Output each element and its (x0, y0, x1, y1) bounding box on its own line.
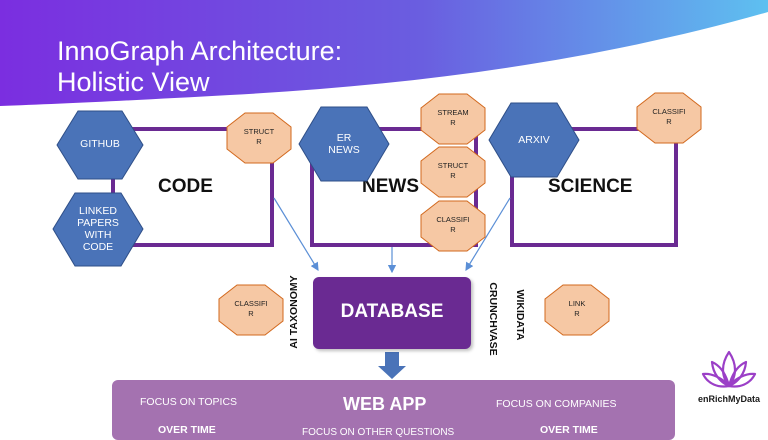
wikidata-label: WIKIDATA (514, 289, 526, 341)
ai-taxonomy-label: AI TAXONOMY (288, 275, 300, 349)
crunchvase-label: CRUNCHVASE (487, 282, 499, 356)
er-news-hexagon: ER NEWS (298, 106, 390, 182)
header-banner (0, 0, 768, 106)
linker-octagon: LINK R (544, 284, 610, 336)
database-label: DATABASE (340, 301, 444, 322)
lotus-icon (701, 350, 757, 388)
webapp-title: WEB APP (343, 394, 427, 414)
companies-line-1: FOCUS ON COMPANIES (496, 398, 617, 410)
structurer-news-octagon: STRUCT R (420, 146, 486, 198)
companies-line-2: OVER TIME (540, 424, 598, 436)
code-label: CODE (158, 176, 213, 197)
github-hexagon: GITHUB (56, 110, 144, 180)
classifier-science-octagon: CLASSIFI R (636, 92, 702, 144)
linked-papers-hexagon: LINKED PAPERS WITH CODE (52, 192, 144, 267)
science-label: SCIENCE (548, 176, 633, 197)
structurer-code-octagon: STRUCT R (226, 112, 292, 164)
enrichmydata-logo: enRichMyData (690, 344, 768, 412)
topics-line-2: OVER TIME (158, 424, 216, 436)
news-label: NEWS (362, 176, 419, 197)
streamer-octagon: STREAM R (420, 93, 486, 145)
title-line-1: InnoGraph Architecture: (57, 36, 343, 66)
science-to-db-arrow (465, 197, 511, 272)
database-box: DATABASE (313, 277, 471, 349)
topics-line-1: FOCUS ON TOPICS (140, 396, 238, 408)
arxiv-hexagon: ARXIV (488, 102, 580, 178)
slide-title: InnoGraph Architecture: Holistic View (57, 36, 342, 98)
db-to-webapp-arrow (378, 352, 406, 379)
classifier-news-octagon: CLASSIFI R (420, 200, 486, 252)
title-line-2: Holistic View (57, 67, 210, 97)
classifier-db-octagon: CLASSIFI R (218, 284, 284, 336)
webapp-box: FOCUS ON TOPICS OVER TIME WEB APP FOCUS … (112, 380, 675, 440)
code-to-db-arrow (273, 197, 319, 272)
logo-text: enRichMyData (697, 394, 760, 404)
